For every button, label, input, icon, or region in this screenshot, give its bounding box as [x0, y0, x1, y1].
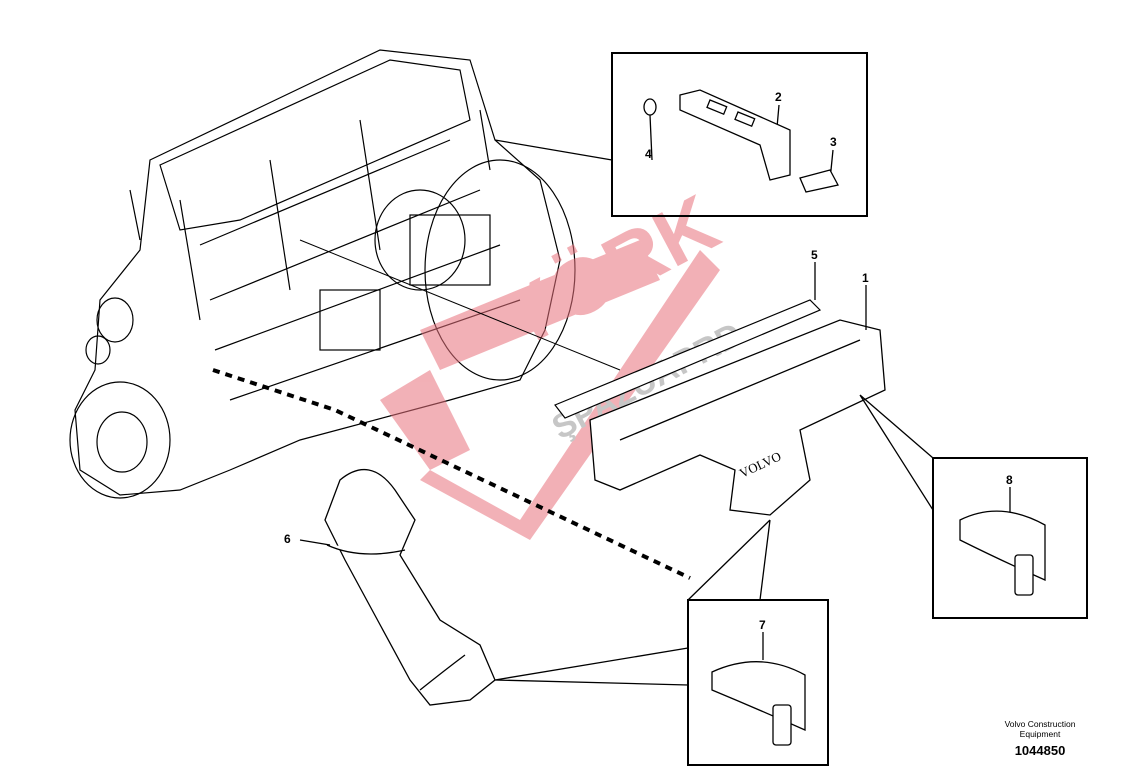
drawing-number: 1044850 — [1014, 743, 1066, 758]
gasket-part-5 — [554, 299, 822, 419]
cover-part-1: VOLVO — [589, 319, 886, 516]
publisher-line-2: Equipment — [1019, 729, 1061, 739]
bolt-part-3 — [799, 169, 839, 193]
callout-4: 4 — [645, 147, 652, 161]
callout-1: 1 — [862, 271, 869, 285]
leader-line — [299, 239, 621, 371]
callout-8: 8 — [1006, 473, 1013, 487]
clamp-part-8 — [959, 510, 1046, 596]
publisher-line-1: Volvo Construction — [1004, 719, 1076, 729]
dashed-hose-route — [212, 368, 691, 580]
washer-part-4 — [643, 98, 657, 116]
callout-7: 7 — [759, 618, 766, 632]
inset-box-clamp-7 — [687, 599, 829, 766]
hose-part-6 — [324, 468, 496, 706]
callout-6: 6 — [284, 532, 291, 546]
engine-illustration — [69, 49, 576, 499]
inset-box-bracket — [611, 52, 868, 217]
callout-5: 5 — [811, 248, 818, 262]
callout-2: 2 — [775, 90, 782, 104]
bracket-part-2 — [643, 89, 839, 193]
inset-box-clamp-8 — [932, 457, 1088, 619]
publisher-caption: Volvo Construction Equipment — [985, 719, 1095, 739]
clamp-part-7 — [711, 661, 806, 746]
callout-3: 3 — [830, 135, 837, 149]
